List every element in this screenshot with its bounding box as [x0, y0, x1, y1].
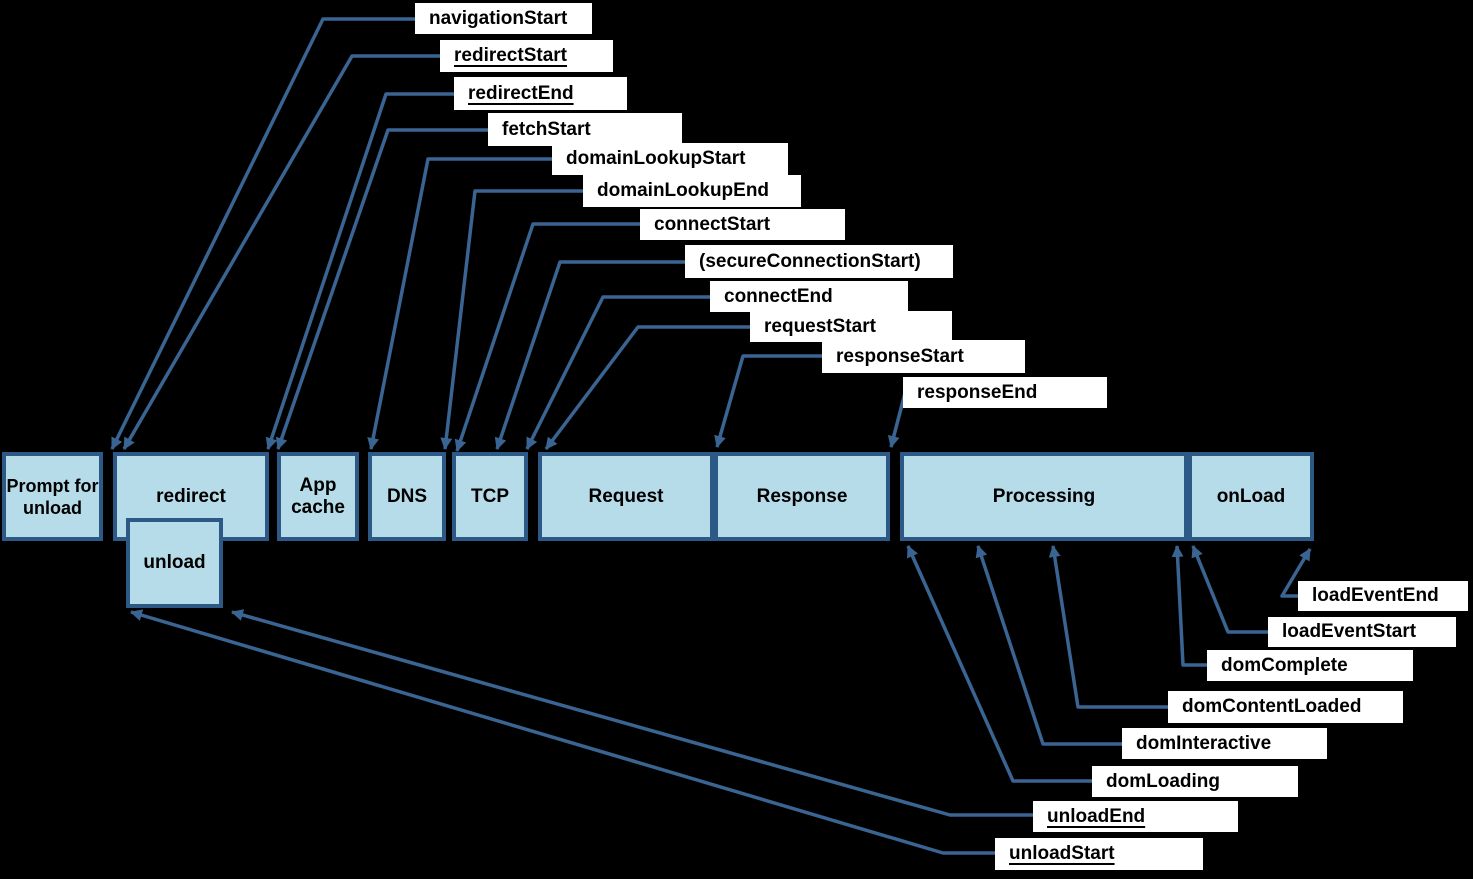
- timeline-box-tcp: TCP: [452, 452, 528, 541]
- timeline-box-response: Response: [714, 452, 890, 541]
- event-label-secure-connection-start: (secureConnectionStart): [685, 245, 953, 278]
- event-label-request-start: requestStart: [750, 311, 952, 342]
- timeline-box-label: redirect: [156, 485, 226, 507]
- arrow-domain-lookup-end: [440, 189, 583, 450]
- arrow-secure-connection-start: [494, 260, 685, 450]
- event-label-redirect-start: redirectStart: [440, 40, 613, 72]
- arrow-response-end: [887, 392, 907, 448]
- arrow-dom-interactive: [975, 545, 1122, 746]
- event-label-load-event-end: loadEventEnd: [1298, 581, 1468, 611]
- timeline-box-processing: Processing: [900, 452, 1188, 541]
- event-label-response-end: responseEnd: [903, 377, 1107, 408]
- event-label-connect-end: connectEnd: [710, 281, 908, 312]
- event-label-dom-complete: domComplete: [1207, 650, 1413, 681]
- arrow-unload-start: [130, 609, 995, 855]
- timeline-box-label: App cache: [291, 474, 345, 518]
- timeline-box-label: Response: [756, 485, 848, 507]
- timeline-box-onload: onLoad: [1188, 452, 1314, 541]
- timeline-box-request: Request: [538, 452, 714, 541]
- event-label-response-start: responseStart: [822, 340, 1025, 373]
- arrow-request-start: [544, 325, 750, 451]
- timeline-box-app-cache: App cache: [277, 452, 359, 541]
- event-label-navigation-start: navigationStart: [415, 3, 592, 34]
- arrow-dom-content-loaded: [1048, 545, 1168, 709]
- timeline-box-label: TCP: [471, 485, 509, 507]
- timeline-box-label: Request: [588, 485, 664, 507]
- timeline-box-dns: DNS: [368, 452, 446, 541]
- event-label-unload-end: unloadEnd: [1033, 801, 1238, 832]
- timeline-box-label: Processing: [992, 485, 1096, 507]
- arrow-response-start: [714, 354, 822, 448]
- event-label-dom-interactive: domInteractive: [1122, 728, 1327, 759]
- timeline-box-unload: unload: [126, 518, 223, 608]
- arrow-fetch-start: [275, 128, 488, 450]
- arrow-redirect-start: [122, 54, 440, 450]
- arrow-connect-end: [525, 295, 710, 450]
- arrow-connect-start: [454, 222, 640, 452]
- event-label-unload-start: unloadStart: [995, 838, 1203, 870]
- event-label-dom-loading: domLoading: [1092, 766, 1298, 797]
- event-label-domain-lookup-start: domainLookupStart: [552, 143, 788, 175]
- arrow-load-event-end: [1280, 548, 1312, 598]
- timeline-box-label: DNS: [386, 485, 428, 507]
- event-label-connect-start: connectStart: [640, 209, 845, 240]
- arrow-load-event-start: [1191, 545, 1268, 634]
- arrow-unload-end: [231, 609, 1033, 817]
- arrow-domain-lookup-start: [367, 157, 552, 450]
- arrow-redirect-end: [265, 92, 454, 450]
- timeline-box-label: onLoad: [1216, 485, 1286, 507]
- event-label-dom-content-loaded: domContentLoaded: [1168, 691, 1403, 723]
- event-label-load-event-start: loadEventStart: [1268, 617, 1456, 647]
- event-label-domain-lookup-end: domainLookupEnd: [583, 175, 801, 207]
- timeline-box-prompt-for-unload: Prompt for unload: [2, 452, 103, 541]
- event-label-fetch-start: fetchStart: [488, 113, 682, 146]
- event-label-redirect-end: redirectEnd: [454, 77, 627, 110]
- arrow-navigation-start: [110, 17, 415, 450]
- arrow-dom-loading: [906, 545, 1092, 783]
- timeline-box-label: unload: [143, 552, 206, 573]
- timeline-box-label: Prompt for unload: [6, 475, 99, 518]
- arrow-dom-complete: [1171, 545, 1207, 667]
